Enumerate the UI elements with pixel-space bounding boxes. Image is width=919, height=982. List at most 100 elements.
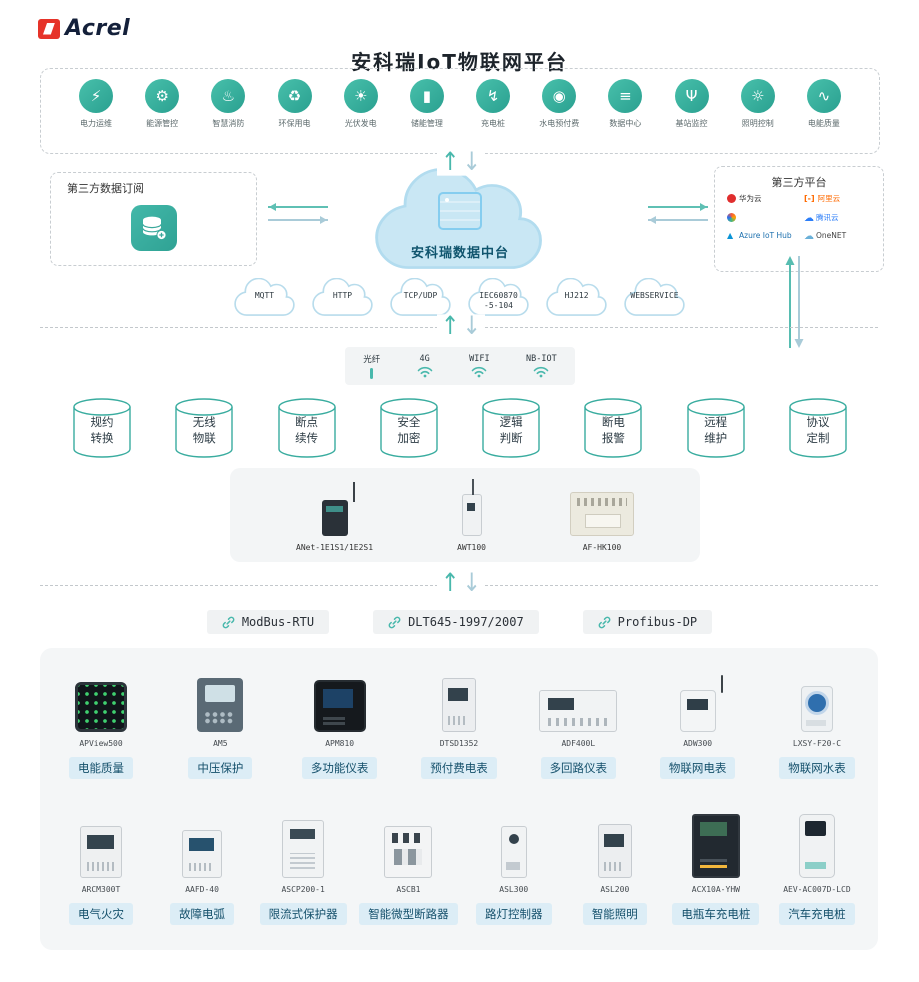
product-model-label: ASL200: [600, 885, 630, 894]
application-item: ⚙ 能源管控: [131, 79, 193, 129]
protocol-cloud-row: MQTT HTTP TCP/UDP: [0, 277, 919, 316]
bus-protocol-row: ModBus-RTU DLT645-1997/2007 Profibus-DP: [0, 610, 919, 634]
cylinder-icon: [277, 398, 336, 458]
product-item: APM810 多功能仪表: [295, 668, 385, 779]
product-item: ACX10A-YHW 电瓶车充电桩: [671, 814, 761, 925]
product-item: ASCB1 智能微型断路器: [359, 814, 458, 925]
acrel-logo: Acrel: [38, 16, 130, 41]
cylinder-icon: [789, 398, 847, 458]
products-row-2: ARCM300T 电气火灾 AAFD-40 故障电弧 ASCP200-1: [56, 814, 862, 925]
product-model-label: LXSY-F20-C: [792, 739, 842, 748]
gateway-device-image: [321, 482, 355, 536]
connectivity-item: WIFI: [469, 354, 490, 378]
gateway-model-label: AF-HK100: [582, 543, 622, 552]
product-category-chip: 智能微型断路器: [359, 903, 458, 925]
cloud-platform-icon: [804, 231, 813, 240]
database-icon: [130, 205, 177, 251]
product-item: ASL300 路灯控制器: [469, 814, 559, 925]
product-category-chip: 电能质量: [69, 757, 133, 779]
gateway-product: AWT100: [457, 479, 486, 552]
application-item: Ψ 基站监控: [661, 79, 723, 129]
down-arrow-icon: ↓: [462, 569, 481, 598]
up-arrow-icon: ↑: [441, 148, 460, 177]
cloud-platform-item: [727, 213, 800, 222]
cloud-platform-icon: [727, 213, 736, 222]
cloud-platform-list: 华为云 阿里云 腾讯云 Azu: [727, 193, 877, 240]
product-model-label: AM5: [213, 739, 228, 748]
link-icon: [222, 616, 235, 628]
product-model-label: ARCM300T: [81, 885, 121, 894]
product-image: [500, 814, 527, 878]
feature-cylinder: 逻辑判断: [481, 398, 541, 460]
connectivity-label: 光纤: [363, 355, 381, 365]
product-item: AAFD-40 故障电弧: [157, 814, 247, 925]
cloud-platform-item: 腾讯云: [804, 212, 877, 223]
gateway-products-panel: ANet-1E1S1/1E2S1 AWT100 AF-HK100: [230, 468, 700, 562]
product-model-label: DTSD1352: [439, 739, 479, 748]
applications-row: ⚡ 电力运维 ⚙ 能源管控 ♨ 智慧消防 ♻ 环保用电: [41, 69, 879, 129]
left-data-flow-arrows: [268, 203, 328, 224]
gateway-product: ANet-1E1S1/1E2S1: [296, 482, 373, 552]
protocol-cloud: TCP/UDP: [388, 277, 454, 316]
application-label: 智慧消防: [212, 119, 245, 128]
product-image: [691, 814, 740, 878]
data-middle-platform-cloud: 安科瑞数据中台: [368, 168, 552, 270]
product-image: [539, 668, 618, 732]
feature-cylinder: 协议定制: [788, 398, 848, 460]
wifi-icon: [533, 366, 549, 378]
cloud-platform-icon: [727, 194, 736, 203]
product-item: ADF400L 多回路仪表: [533, 668, 623, 779]
protocol-cloud-label: MQTT: [254, 291, 275, 300]
protocol-cloud: WEBSERVICE: [622, 277, 688, 316]
feature-label: 远程维护: [704, 415, 728, 446]
application-label: 电能质量: [807, 119, 840, 128]
product-item: AM5 中压保护: [175, 668, 265, 779]
wifi-icon: [417, 366, 433, 378]
application-item: ♨ 智慧消防: [197, 79, 259, 129]
application-label: 充电桩: [481, 119, 506, 128]
application-icon: ♨: [211, 79, 246, 113]
cloud-shape-icon: [375, 168, 542, 269]
cloud-outline-icon: [311, 277, 373, 316]
application-icon: Ψ: [674, 79, 709, 113]
feature-label: 规约转换: [90, 415, 114, 446]
application-label: 电力运维: [80, 119, 112, 128]
third-party-subscription-box: 第三方数据订阅: [50, 172, 257, 266]
application-icon: ▮: [409, 79, 444, 113]
cylinder-icon: [73, 398, 131, 458]
application-item: ♻ 环保用电: [264, 79, 326, 129]
page-title: 安科瑞IoT物联网平台: [351, 50, 568, 74]
protocol-cloud-label: WEBSERVICE: [630, 291, 679, 300]
feature-cylinder: 规约转换: [72, 398, 132, 460]
acrel-logo-text: Acrel: [65, 16, 131, 41]
product-model-label: ADW300: [683, 739, 713, 748]
gateway-product: AF-HK100: [569, 490, 634, 552]
product-image: [441, 668, 476, 732]
product-category-chip: 故障电弧: [170, 903, 235, 925]
product-category-chip: 电瓶车充电桩: [672, 903, 760, 925]
product-image: [597, 814, 632, 878]
product-category-chip: 电气火灾: [69, 903, 133, 925]
application-label: 基站监控: [675, 119, 708, 128]
device-illustration: [798, 814, 835, 878]
connectivity-item: 4G: [417, 354, 433, 378]
protocol-cloud: HJ212: [544, 277, 610, 316]
cloud-platform-item: 阿里云: [804, 193, 877, 204]
product-category-chip: 限流式保护器: [259, 903, 347, 925]
server-icon: [438, 192, 482, 230]
protocol-cloud-label: TCP/UDP: [403, 291, 438, 300]
product-item: ADW300 物联网电表: [653, 668, 743, 779]
protocol-cloud-label: HJ212: [564, 291, 589, 300]
product-item: APView500 电能质量: [56, 668, 146, 779]
product-image: [679, 668, 723, 732]
gateway-feature-row: 规约转换 无线物联 断点续传: [72, 398, 848, 460]
application-icon: ≡: [608, 79, 643, 113]
product-image: [384, 814, 433, 878]
terminal-products-panel: APView500 电能质量 AM5 中压保护 APM810: [40, 648, 878, 950]
cloud-platform-icon: [804, 194, 815, 203]
vertical-flow-arrows: [785, 256, 804, 348]
cloud-platform-name: Azure IoT Hub: [739, 231, 792, 240]
feature-label: 断点续传: [295, 415, 319, 446]
down-arrow-icon: ↓: [462, 312, 481, 341]
